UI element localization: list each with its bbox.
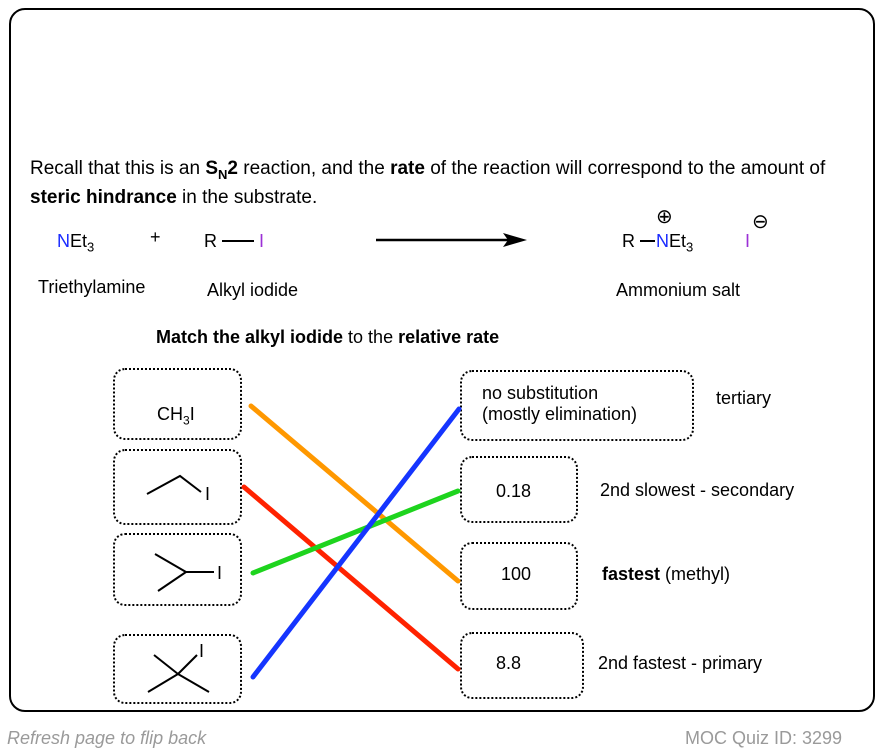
tbutyl-bond-1 — [153, 654, 179, 675]
plus-sign: + — [150, 227, 161, 247]
reaction-arrow-head-icon — [503, 233, 527, 247]
rate-100: 100 — [501, 564, 532, 584]
methyl-iodide-box[interactable]: CH3I — [113, 368, 242, 440]
r-label: R — [204, 231, 217, 251]
rate-box-0-18[interactable]: 0.18 — [460, 456, 578, 523]
rate-box-no-substitution[interactable]: no substitution(mostly elimination) — [460, 370, 694, 441]
methyl-iodide-formula: CH3I — [157, 404, 195, 428]
class-methyl: fastest (methyl) — [602, 564, 731, 584]
rate-no-substitution: no substitution(mostly elimination) — [482, 383, 638, 424]
isopropyl-bond-2 — [157, 571, 187, 592]
class-secondary: 2nd slowest - secondary — [600, 480, 795, 500]
ammonium-salt-label: Ammonium salt — [616, 280, 741, 300]
isopropyl-bond-1 — [154, 553, 187, 573]
match-line-ethyl[interactable] — [241, 484, 461, 672]
ethyl-iodine-label: I — [205, 484, 211, 504]
iodide-ion: I — [745, 231, 751, 251]
triethylamine-label: Triethylamine — [38, 277, 146, 297]
rate-0-18: 0.18 — [496, 481, 532, 501]
class-primary: 2nd fastest - primary — [598, 653, 763, 673]
isopropyl-iodine-label: I — [217, 563, 223, 583]
match-line-isopropyl[interactable] — [250, 488, 461, 576]
product-r-label: R — [622, 231, 635, 251]
triethylamine-formula: NEt3 — [57, 231, 95, 255]
iodine-label: I — [259, 231, 265, 251]
rate-box-100[interactable]: 100 — [460, 542, 578, 610]
sn-s: S — [205, 158, 218, 179]
tbutyl-iodine-label: I — [199, 641, 205, 661]
rate-8-8: 8.8 — [496, 653, 522, 673]
quiz-id: MOC Quiz ID: 3299 — [685, 728, 843, 748]
tbutyl-bond-4 — [177, 654, 198, 675]
match-line-tbutyl[interactable] — [250, 406, 462, 680]
class-tertiary: tertiary — [716, 388, 772, 408]
tbutyl-bond-2 — [147, 673, 179, 693]
quiz-card — [9, 8, 875, 712]
match-prompt: Match the alkyl iodide to the relative r… — [156, 327, 500, 347]
ethyl-iodide-box[interactable]: I — [113, 449, 242, 525]
tbutyl-bond-3 — [177, 673, 210, 693]
rate-box-8-8[interactable]: 8.8 — [460, 632, 584, 699]
intro-text: Recall that this is an SN2 reaction, and… — [30, 158, 826, 208]
ethyl-skeleton — [146, 474, 202, 495]
alkyl-iodide-label: Alkyl iodide — [207, 280, 299, 300]
positive-charge-icon: ⊕ — [656, 206, 673, 228]
negative-charge-icon: ⊖ — [752, 211, 769, 233]
refresh-hint: Refresh page to flip back — [7, 728, 207, 748]
tbutyl-iodide-box[interactable]: I — [113, 634, 242, 704]
product-nitrogen: NEt3 — [656, 231, 694, 255]
isopropyl-iodide-box[interactable]: I — [113, 533, 242, 606]
match-line-methyl[interactable] — [248, 403, 461, 584]
